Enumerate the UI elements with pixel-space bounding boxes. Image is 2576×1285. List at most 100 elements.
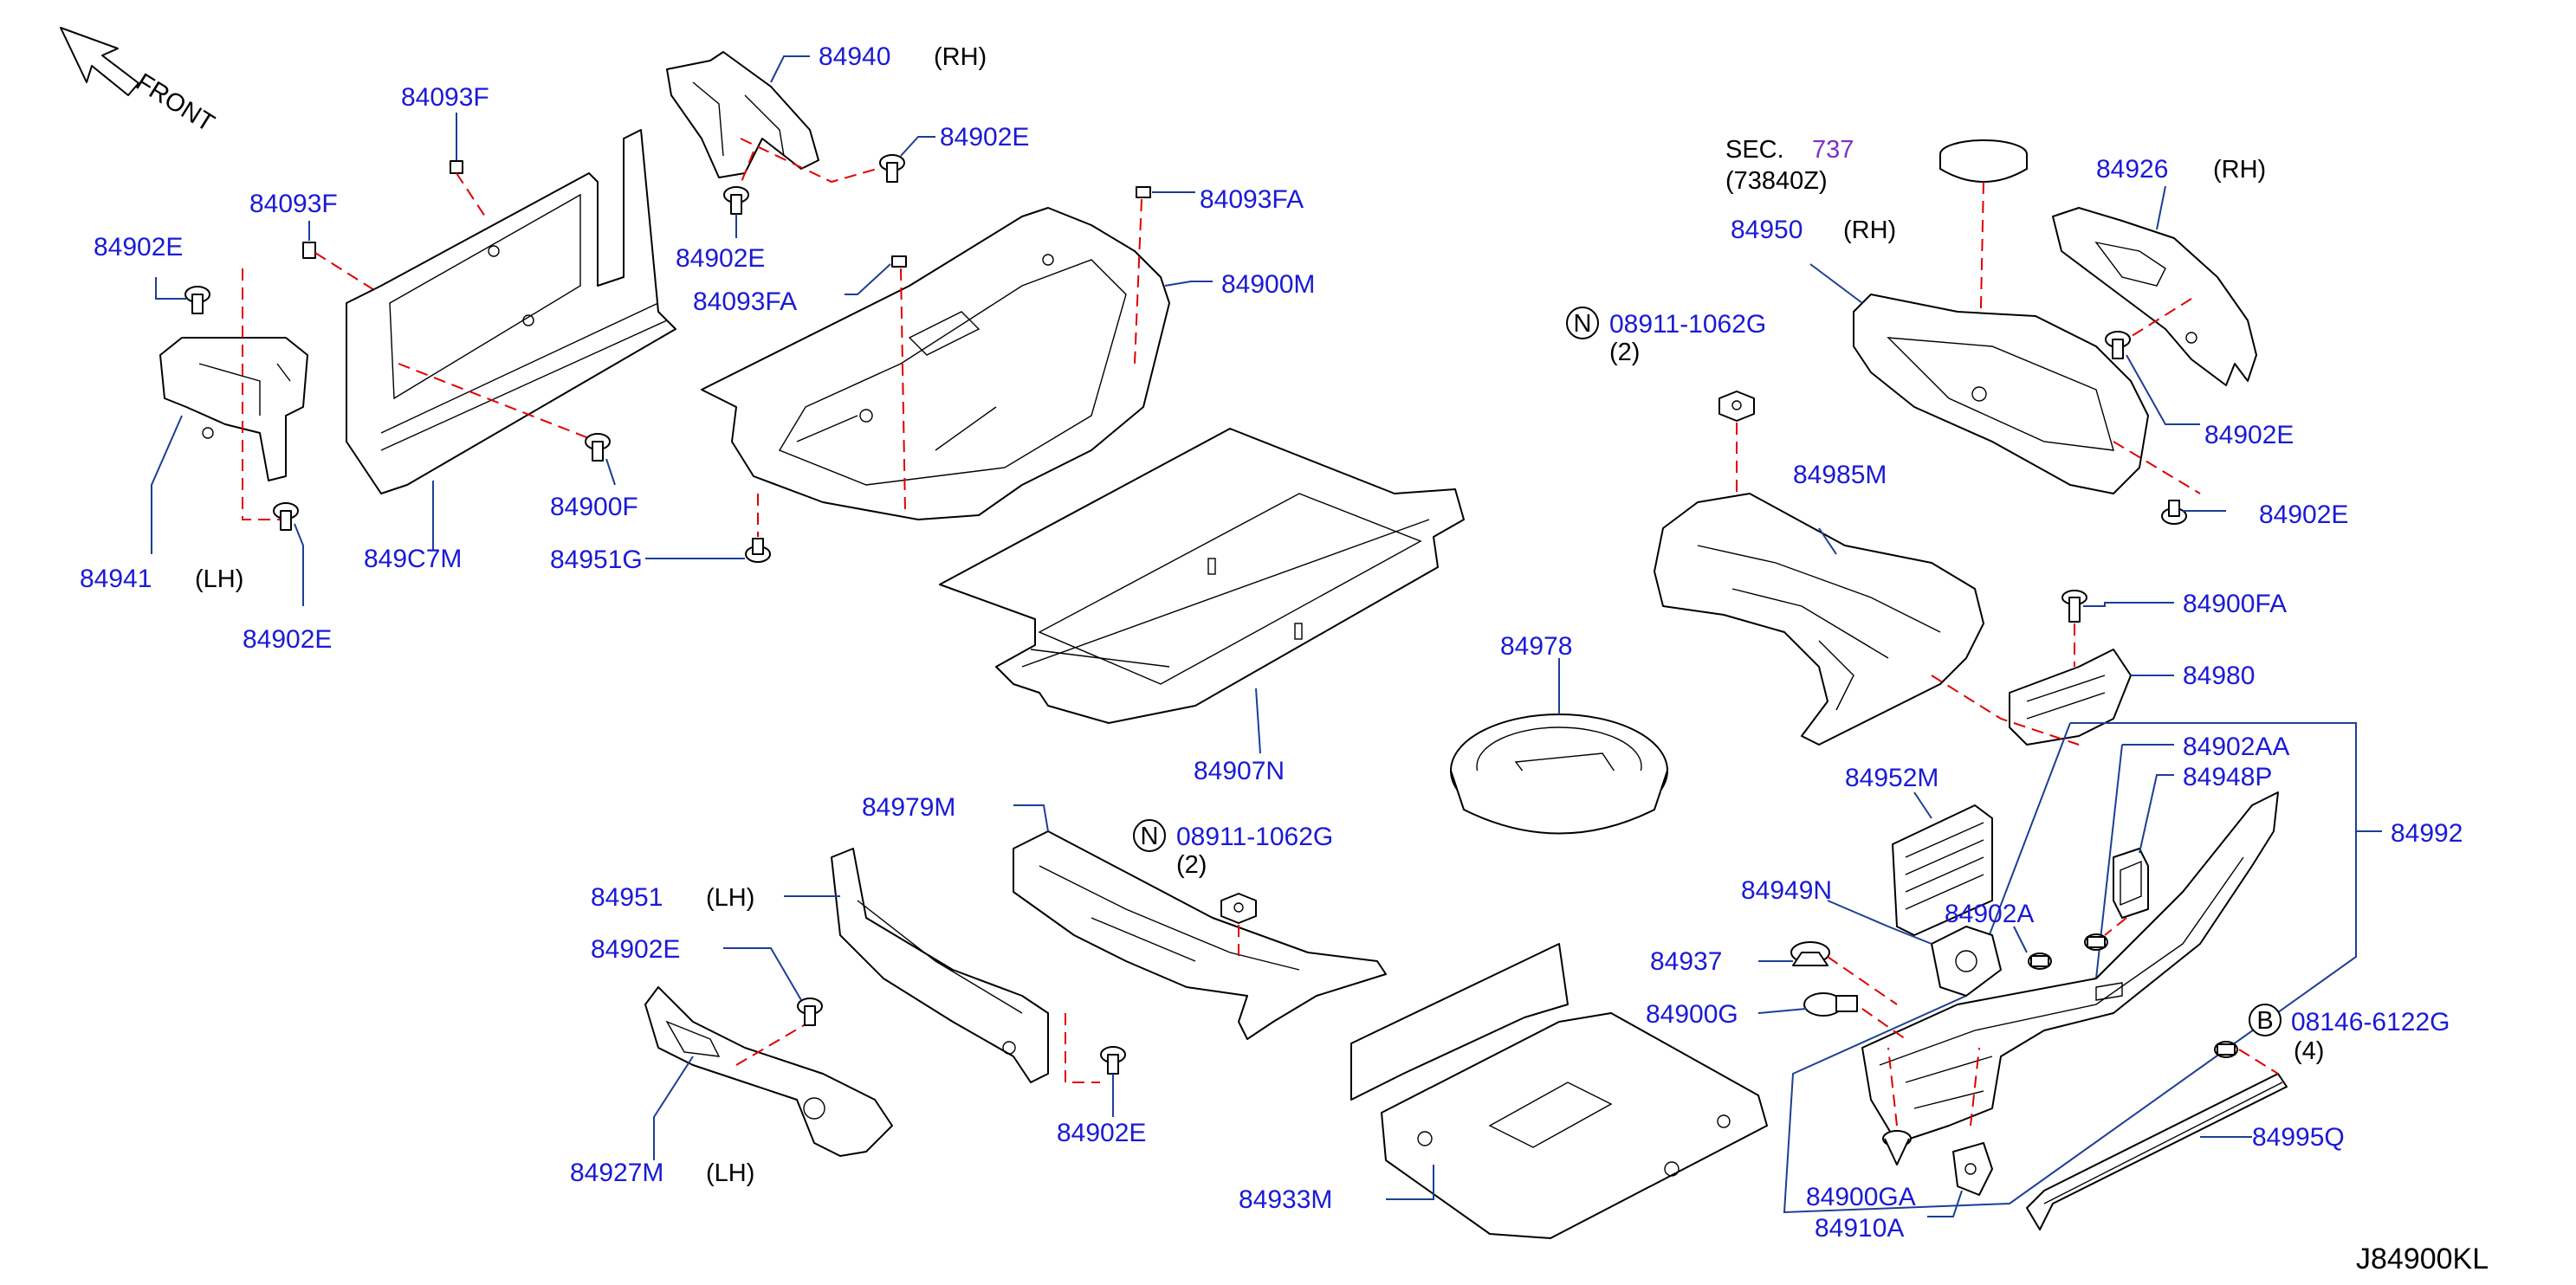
- dash-84093F-b: [314, 252, 382, 295]
- bolt-icon: [585, 433, 611, 462]
- label-84902E-g: 84902E: [591, 935, 680, 964]
- part-84951: [831, 848, 1049, 1083]
- leader-84933M: [1386, 1165, 1434, 1200]
- part-84940: [666, 51, 819, 178]
- leader-84985M: [1818, 527, 1837, 555]
- bolt-icon: [879, 154, 905, 183]
- leader-84949N: [1827, 900, 1932, 945]
- dash-84941: [242, 268, 286, 520]
- label-84926: 84926: [2096, 155, 2168, 184]
- dash-84093FA-b: [900, 268, 906, 512]
- front-label: FRONT: [131, 68, 219, 138]
- label-84951: 84951: [591, 883, 663, 912]
- nut-symbol-circle: [1566, 307, 1599, 339]
- label-84941-side: (LH): [195, 565, 243, 593]
- dash-08146: [2238, 1049, 2279, 1075]
- leader-84902E-a: [900, 136, 935, 157]
- part-84980: [2009, 649, 2132, 746]
- label-08146-qty: (4): [2294, 1037, 2324, 1065]
- diagram-code: J84900KL: [2356, 1243, 2489, 1275]
- dash-84900G: [1861, 1008, 1906, 1040]
- dash-84900GA: [1887, 1047, 1898, 1127]
- group-84992-outline: [1783, 722, 2357, 1214]
- label-84093FA-b: 84093FA: [693, 287, 797, 316]
- label-84952M: 84952M: [1845, 764, 1938, 792]
- front-arrow-icon: [60, 27, 139, 96]
- label-08911-b-qty: (2): [1176, 851, 1207, 879]
- leader-84950: [1809, 263, 1863, 304]
- label-84978: 84978: [1500, 632, 1572, 661]
- bolt-icon: [797, 998, 823, 1026]
- part-849C7M: [346, 129, 676, 494]
- label-84951G: 84951G: [550, 546, 643, 574]
- bolt-icon: [2084, 933, 2108, 951]
- part-84933M: [1350, 943, 1768, 1239]
- dash-84926: [2121, 298, 2192, 343]
- label-84937: 84937: [1650, 947, 1722, 976]
- leader-84952M: [1913, 791, 1932, 819]
- leader-84902E-g: [723, 947, 802, 1001]
- label-84902E-a: 84902E: [940, 123, 1029, 152]
- nut-symbol-circle-b: [1133, 819, 1166, 852]
- label-84979M: 84979M: [862, 793, 955, 822]
- nut-icon: [1718, 391, 1755, 422]
- part-84907N: [939, 428, 1465, 724]
- bolt-icon: [1100, 1046, 1126, 1075]
- label-08911-a-qty: (2): [1609, 339, 1640, 366]
- label-84927M: 84927M: [570, 1159, 663, 1187]
- label-84940: 84940: [819, 42, 890, 71]
- dash-84937: [1827, 956, 1898, 1005]
- part-84949N: [1931, 926, 2002, 997]
- label-84093F-b: 84093F: [249, 190, 338, 218]
- leader-84926: [2156, 185, 2166, 230]
- label-84902A: 84902A: [1945, 900, 2034, 928]
- leader-84910A: [1927, 1190, 1963, 1217]
- dash-84948P: [2104, 917, 2127, 936]
- label-84910A: 84910A: [1815, 1214, 1904, 1243]
- part-84900GA: [1882, 1130, 1912, 1166]
- leader-84907N: [1255, 688, 1261, 754]
- bolt-icon: [2105, 331, 2131, 359]
- label-84949N: 84949N: [1741, 876, 1832, 905]
- dash-84940: [740, 138, 893, 184]
- clip-icon: [2061, 590, 2087, 623]
- dash-84093F-a: [456, 172, 486, 217]
- clip-icon: [450, 160, 463, 174]
- label-84900FA: 84900FA: [2183, 590, 2287, 618]
- bolt-icon: [2161, 500, 2187, 525]
- part-84900G: [1803, 992, 1858, 1017]
- label-84951-side: (LH): [706, 884, 754, 912]
- part-84978: [1450, 714, 1668, 835]
- leader-84979M: [1013, 804, 1049, 832]
- label-08911-b-symbol: N: [1141, 823, 1159, 850]
- part-84995Q: [2026, 1073, 2288, 1230]
- leader-84941: [151, 415, 183, 554]
- label-84980: 84980: [2183, 662, 2255, 690]
- dash-84902E-g: [735, 1021, 811, 1066]
- part-84937: [1790, 941, 1830, 966]
- label-sec-prefix: SEC.: [1725, 136, 1784, 164]
- label-08911-a: 08911-1062G: [1609, 310, 1766, 339]
- label-84907N: 84907N: [1194, 757, 1285, 785]
- leader-84900G: [1757, 1008, 1807, 1014]
- part-84948P: [2113, 848, 2149, 919]
- bolt-icon: [745, 538, 771, 563]
- label-84902E-b: 84902E: [94, 233, 183, 262]
- bolt-icon: [184, 286, 210, 314]
- label-84927M-side: (LH): [706, 1159, 754, 1187]
- label-84940-side: (RH): [934, 43, 987, 71]
- bolt-symbol-circle: [2249, 1004, 2282, 1036]
- label-84902AA: 84902AA: [2183, 733, 2289, 761]
- leader-84902E-b: [155, 277, 186, 300]
- dash-84910A: [1970, 1047, 1980, 1127]
- label-84900F: 84900F: [550, 493, 638, 521]
- part-84950: [1853, 294, 2149, 494]
- label-84093FA-a: 84093FA: [1200, 185, 1304, 214]
- label-84948P: 84948P: [2183, 763, 2272, 791]
- dash-84093FA-a: [1134, 198, 1142, 365]
- leader-84900F: [605, 458, 616, 486]
- leader-84900FA: [2083, 602, 2174, 607]
- label-84902E-e: 84902E: [2204, 421, 2294, 449]
- label-84950-side: (RH): [1843, 216, 1896, 244]
